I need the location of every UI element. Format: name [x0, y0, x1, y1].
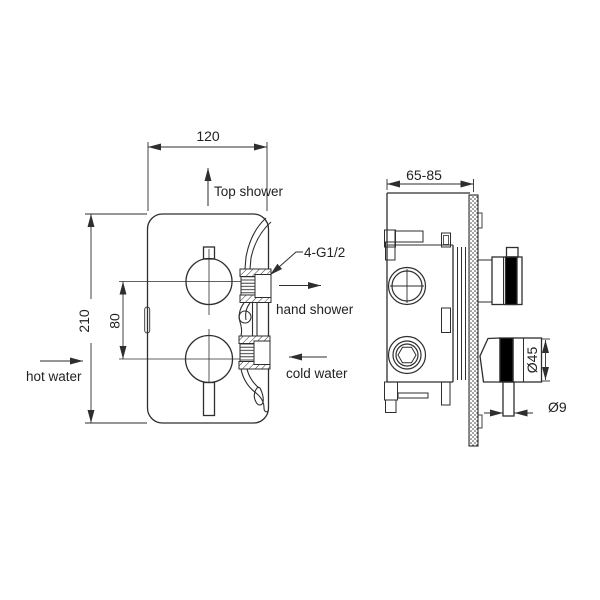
section-profile	[238, 217, 272, 413]
dimension-depth: 65-85	[386, 167, 474, 192]
profile-hook-detail	[253, 386, 264, 406]
profile-screw-detail	[238, 310, 252, 324]
front-annotations: Top shower 4-G1/2 hand shower cold water…	[26, 168, 354, 384]
dimension-spacing-80: 80	[107, 281, 127, 359]
dim-width-text: 120	[196, 128, 220, 144]
thread-spec-leader	[269, 251, 303, 276]
dim-height-text: 210	[76, 309, 92, 333]
side-top-knob	[478, 246, 523, 306]
front-panel	[146, 213, 270, 424]
cold-water-port	[238, 335, 271, 370]
hand-shower-port	[239, 268, 272, 303]
side-top-knob-band	[504, 256, 518, 306]
body-port-bottom	[387, 335, 427, 375]
hot-water-label: hot water	[26, 369, 82, 384]
dim-depth-text: 65-85	[406, 167, 442, 183]
dimension-knob-diameter: Ø45	[524, 338, 550, 382]
dimension-width-120: 120	[147, 128, 268, 211]
dim-spacing-text: 80	[107, 313, 123, 329]
panel-left-notch	[144, 306, 151, 334]
hand-shower-port-nut	[254, 274, 272, 298]
hand-shower-port-thread	[240, 276, 256, 296]
front-view: 120 210 80 Top shower 4-G1/2 hand shower…	[26, 128, 354, 424]
hex-socket	[397, 346, 417, 364]
dimension-stem-diameter: Ø9	[484, 399, 567, 417]
bottom-knob-lever	[202, 381, 216, 417]
side-top-knob-button	[505, 246, 519, 258]
hand-shower-label: hand shower	[276, 302, 354, 317]
valve-body	[384, 192, 470, 413]
wall-plate	[468, 194, 483, 447]
top-knob	[119, 246, 244, 315]
thread-spec-label: 4-G1/2	[304, 245, 345, 260]
bottom-knob	[119, 329, 244, 417]
cold-water-port-thread	[239, 343, 255, 362]
top-shower-label: Top shower	[214, 184, 284, 199]
dimension-height-210: 210	[76, 213, 147, 424]
dim-knob-diameter-text: Ø45	[524, 347, 540, 374]
cold-water-label: cold water	[286, 366, 348, 381]
side-bottom-knob-band	[499, 337, 514, 383]
side-bottom-knob-stem	[502, 381, 515, 417]
cold-water-port-nut	[253, 340, 271, 365]
side-view: 65-85 Ø45 Ø9	[384, 167, 567, 447]
dim-stem-diameter-text: Ø9	[548, 399, 567, 415]
side-bottom-knob	[479, 337, 543, 417]
body-port-top	[387, 266, 427, 306]
